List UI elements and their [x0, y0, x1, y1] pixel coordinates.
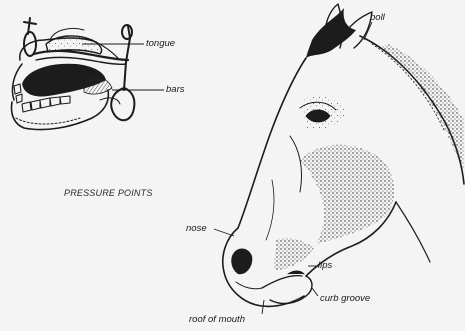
horse-head-drawing	[223, 4, 464, 306]
nostril	[231, 249, 252, 275]
left-bit-ring	[24, 18, 36, 56]
right-bit-cheek	[111, 25, 134, 120]
mouth-line	[262, 276, 302, 288]
label-roof-of-mouth: roof of mouth	[189, 315, 245, 325]
upper-teeth	[14, 84, 22, 103]
mouth-bit-drawing	[12, 18, 135, 130]
label-poll: poll	[370, 13, 385, 23]
caption-pressure-points: PRESSURE POINTS	[64, 188, 153, 198]
forelock	[306, 8, 356, 58]
label-tongue: tongue	[146, 39, 175, 49]
throat-line	[396, 202, 430, 262]
label-bars: bars	[166, 85, 184, 95]
face-profile	[238, 58, 306, 228]
lower-teeth	[22, 96, 70, 112]
label-curb-groove: curb groove	[320, 294, 370, 304]
label-nose: nose	[186, 224, 207, 234]
label-lips: lips	[318, 261, 332, 271]
